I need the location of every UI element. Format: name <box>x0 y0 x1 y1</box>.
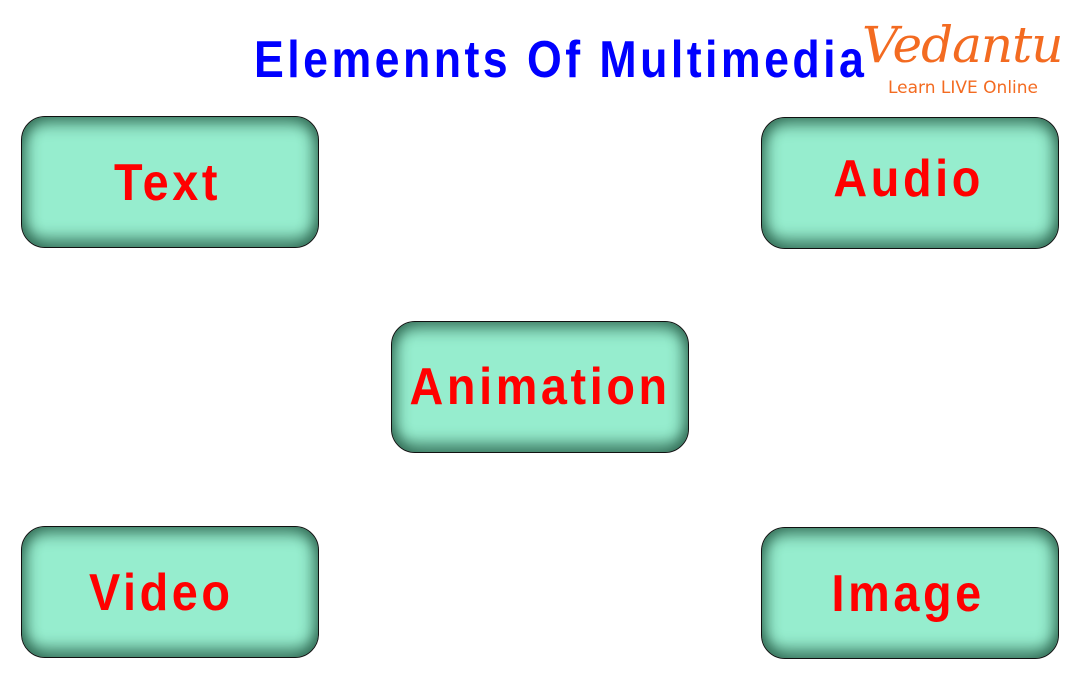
element-label: Audio <box>833 150 985 208</box>
logo-tagline: Learn LIVE Online <box>888 78 1039 98</box>
page-title: Elemennts Of Multimedia <box>254 31 868 89</box>
element-box-animation: Animation <box>391 321 689 453</box>
element-label: Animation <box>409 358 671 416</box>
element-box-audio: Audio <box>761 117 1059 249</box>
element-box-video: Video <box>21 526 319 658</box>
element-box-image: Image <box>761 527 1059 659</box>
element-label: Video <box>88 564 234 622</box>
logo-brand-text: Vedantu <box>862 16 1063 74</box>
element-label: Image <box>831 565 985 623</box>
element-label: Text <box>114 154 222 212</box>
vedantu-logo: Vedantu Learn LIVE Online <box>862 16 1063 104</box>
element-box-text: Text <box>21 116 319 248</box>
